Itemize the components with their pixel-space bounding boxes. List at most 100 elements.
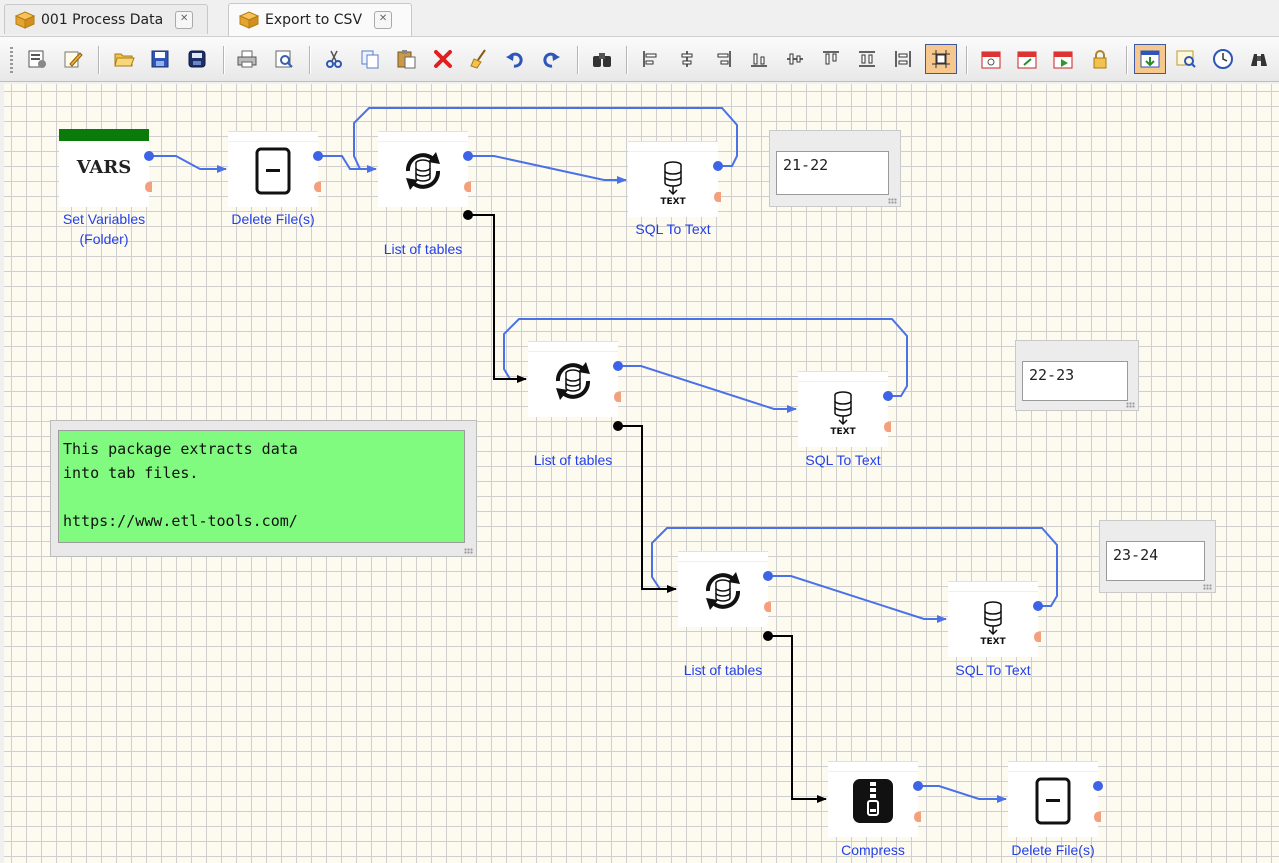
paste-button[interactable]: [393, 46, 419, 72]
error-port[interactable]: [714, 192, 721, 202]
error-port[interactable]: [614, 392, 621, 402]
node-sql-to-text[interactable]: TEXT: [628, 142, 723, 217]
cut-button[interactable]: [321, 46, 347, 72]
error-port[interactable]: [145, 182, 152, 192]
output-port[interactable]: [313, 151, 323, 161]
node-header: [378, 132, 468, 142]
active-bar: [59, 129, 149, 141]
align-right-icon: [717, 51, 731, 67]
node-header: [948, 582, 1038, 592]
space-horizontal-icon: [859, 51, 875, 67]
edit-button[interactable]: [60, 46, 86, 72]
error-port[interactable]: [314, 182, 321, 192]
snap-grid-button[interactable]: [925, 44, 957, 74]
loop-end-port[interactable]: [763, 631, 773, 641]
node-header: [828, 762, 918, 772]
output-port[interactable]: [763, 571, 773, 581]
open-button[interactable]: [111, 46, 137, 72]
align-center-icon: [681, 51, 693, 67]
package-icon: [15, 10, 35, 29]
node-compress[interactable]: [828, 762, 923, 837]
schedule-run-button[interactable]: [1050, 46, 1076, 72]
node-sql-to-text[interactable]: TEXT: [798, 372, 893, 447]
print-button[interactable]: [234, 46, 260, 72]
close-icon[interactable]: ✕: [374, 11, 393, 29]
align-top-icon: [823, 51, 839, 65]
clock-button[interactable]: [1210, 46, 1236, 72]
snap-grid-icon: [932, 50, 950, 68]
note-box[interactable]: 21-22: [769, 130, 901, 207]
resize-handle[interactable]: [464, 548, 473, 554]
align-top-button[interactable]: [818, 46, 844, 72]
align-left-button[interactable]: [638, 46, 664, 72]
node-set-variables[interactable]: VARS: [59, 129, 154, 207]
error-port[interactable]: [914, 812, 921, 822]
error-port[interactable]: [464, 182, 471, 192]
lock-button[interactable]: [1087, 46, 1113, 72]
package-canvas[interactable]: VARS Set Variables (Folder) Delete File(…: [4, 84, 1279, 863]
error-port[interactable]: [1094, 812, 1101, 822]
output-port[interactable]: [913, 781, 923, 791]
resize-handle[interactable]: [888, 198, 897, 204]
output-port[interactable]: [713, 161, 723, 171]
node-list-of-tables[interactable]: [678, 552, 773, 641]
schedule-add-button[interactable]: [978, 46, 1004, 72]
undo-button[interactable]: [502, 46, 528, 72]
tab-bar: 001 Process Data ✕ Export to CSV ✕: [0, 0, 1279, 36]
print-preview-button[interactable]: [271, 46, 297, 72]
find-button[interactable]: [589, 46, 615, 72]
preview-icon: [1176, 50, 1196, 68]
space-vertical-button[interactable]: [890, 46, 916, 72]
calendar-edit-icon: [1017, 51, 1037, 69]
node-list-of-tables[interactable]: [378, 132, 473, 220]
redo-button[interactable]: [538, 46, 564, 72]
tab-process-data[interactable]: 001 Process Data ✕: [4, 4, 208, 34]
delete-button[interactable]: [430, 46, 456, 72]
align-middle-button[interactable]: [782, 46, 808, 72]
node-header: [1008, 762, 1098, 772]
preview-button[interactable]: [1173, 46, 1199, 72]
note-box[interactable]: 22-23: [1015, 340, 1139, 411]
toolbar-grip[interactable]: [10, 47, 13, 73]
save-all-button[interactable]: [184, 46, 210, 72]
close-icon[interactable]: ✕: [175, 10, 194, 29]
node-list-of-tables[interactable]: [528, 342, 623, 431]
align-bottom-button[interactable]: [746, 46, 772, 72]
note-text[interactable]: 21-22: [776, 151, 889, 195]
save-button[interactable]: [147, 46, 173, 72]
clear-button[interactable]: [466, 46, 492, 72]
binoculars-button[interactable]: [1246, 46, 1272, 72]
output-port[interactable]: [613, 361, 623, 371]
output-port[interactable]: [1033, 601, 1043, 611]
description-note[interactable]: This package extracts data into tab file…: [50, 420, 477, 557]
tab-export-to-csv[interactable]: Export to CSV ✕: [228, 3, 412, 36]
node-label: SQL To Text: [805, 452, 881, 468]
loop-end-port[interactable]: [613, 421, 623, 431]
node-delete-files[interactable]: [228, 132, 323, 207]
align-bottom-icon: [751, 53, 767, 67]
copy-button[interactable]: [357, 46, 383, 72]
note-text[interactable]: 23-24: [1106, 541, 1205, 581]
node-sql-to-text[interactable]: TEXT: [948, 582, 1043, 657]
resize-handle[interactable]: [1126, 402, 1135, 408]
node-delete-files[interactable]: [1008, 762, 1103, 837]
output-port[interactable]: [144, 151, 154, 161]
error-port[interactable]: [764, 602, 771, 612]
loop-end-port[interactable]: [463, 210, 473, 220]
show-panel-button[interactable]: [1134, 44, 1166, 74]
space-horizontal-button[interactable]: [854, 46, 880, 72]
properties-button[interactable]: [24, 46, 50, 72]
output-port[interactable]: [463, 151, 473, 161]
output-port[interactable]: [883, 391, 893, 401]
note-text[interactable]: 22-23: [1022, 361, 1128, 401]
note-box[interactable]: 23-24: [1099, 520, 1216, 593]
align-center-button[interactable]: [674, 46, 700, 72]
error-port[interactable]: [1034, 632, 1041, 642]
resize-handle[interactable]: [1203, 584, 1212, 590]
align-right-button[interactable]: [710, 46, 736, 72]
error-port[interactable]: [884, 422, 891, 432]
description-text[interactable]: This package extracts data into tab file…: [58, 430, 465, 543]
output-port[interactable]: [1093, 781, 1103, 791]
schedule-edit-button[interactable]: [1014, 46, 1040, 72]
loop-tables-icon: [556, 362, 590, 400]
